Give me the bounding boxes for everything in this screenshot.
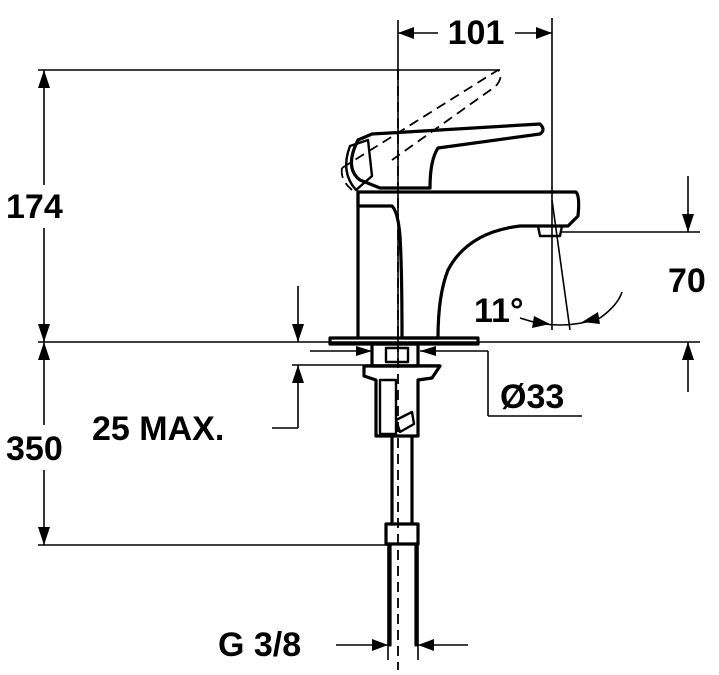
angle-reference-inclined bbox=[551, 199, 571, 331]
mounting-assembly bbox=[362, 342, 442, 438]
lever-handle bbox=[349, 122, 545, 190]
lever-raised-base bbox=[340, 167, 353, 191]
total-height-label: 174 bbox=[6, 188, 63, 226]
dimension-lines bbox=[38, 18, 700, 660]
mounting-nut-inner bbox=[384, 346, 410, 364]
deck-thickness-label: 25 MAX. bbox=[92, 410, 224, 448]
thread-arrow-left bbox=[372, 639, 388, 651]
total-height-arrow-bottom bbox=[38, 324, 50, 342]
dimension-labels: 101 174 70 11° 350 25 MAX. Ø33 G 3/8 bbox=[6, 14, 706, 664]
connection-thread-label: G 3/8 bbox=[218, 626, 301, 664]
lever-raised-outline bbox=[341, 68, 502, 169]
hole-diameter-label: Ø33 bbox=[500, 378, 564, 416]
hole-diameter-arrow-right bbox=[420, 346, 436, 356]
hose-clip bbox=[394, 410, 416, 434]
base-plate bbox=[328, 336, 480, 346]
angle-arrow-right bbox=[582, 312, 600, 324]
supply-hose bbox=[384, 434, 420, 647]
spout-height-arrow-top bbox=[682, 214, 694, 232]
deck-thickness-arrow-bottom bbox=[292, 365, 304, 383]
thread-arrow-right bbox=[418, 639, 434, 651]
spout-reach-label: 101 bbox=[448, 14, 505, 52]
spout-reach-arrow-left bbox=[398, 27, 414, 39]
faucet-body bbox=[328, 68, 581, 670]
mounting-bracket bbox=[362, 364, 442, 438]
angle-arrow-left bbox=[532, 316, 550, 328]
hose-length-arrow-bottom bbox=[38, 527, 50, 545]
total-height-arrow-top bbox=[38, 70, 50, 88]
spout-reach-arrow-right bbox=[536, 27, 552, 39]
spout-angle-label: 11° bbox=[474, 292, 524, 330]
spout-height-label: 70 bbox=[668, 262, 706, 300]
hose-connector-nut bbox=[384, 522, 420, 546]
mounting-stud bbox=[378, 378, 398, 436]
hose-length-arrow-top bbox=[38, 342, 50, 360]
deck-thickness-arrow-top bbox=[292, 324, 304, 342]
lever-cap bbox=[344, 138, 374, 192]
faucet-main-body bbox=[356, 190, 581, 340]
angle-arc-tail bbox=[599, 291, 623, 319]
spout-height-arrow-bottom bbox=[682, 342, 694, 360]
hole-diameter-arrow-left bbox=[356, 346, 372, 356]
aerator bbox=[536, 225, 564, 238]
hose-length-label: 350 bbox=[6, 430, 63, 468]
